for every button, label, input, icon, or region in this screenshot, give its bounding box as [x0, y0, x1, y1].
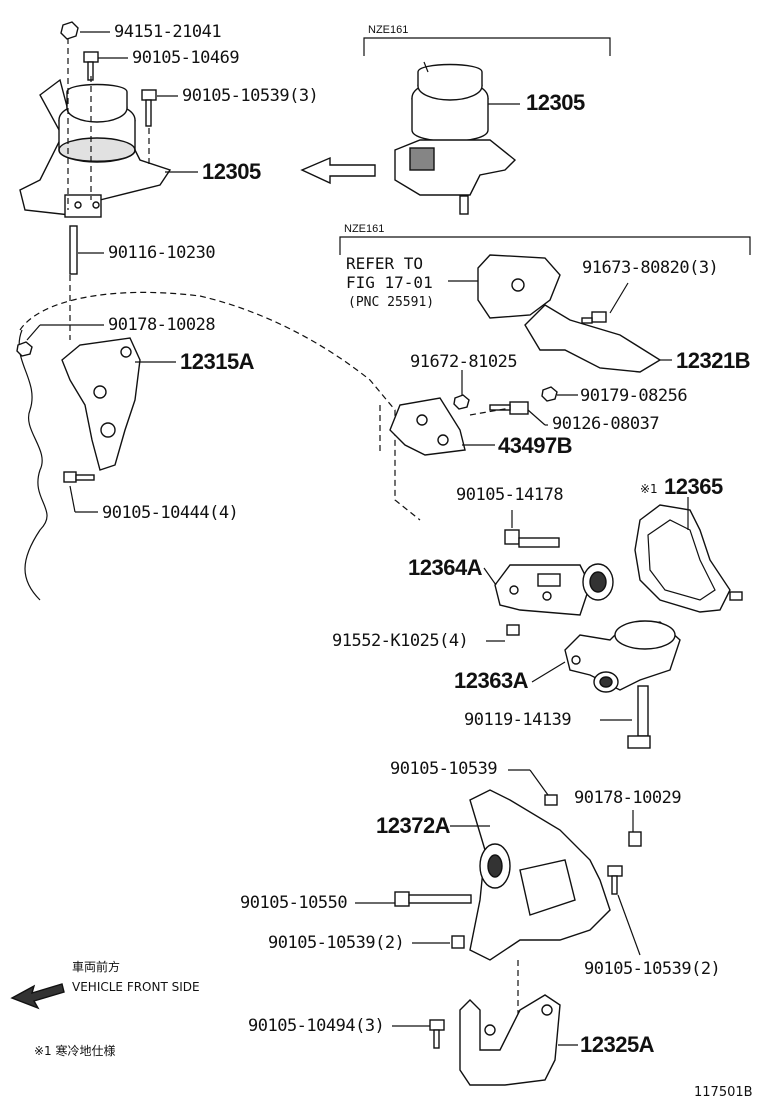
- label-12325A: 12325A: [580, 1032, 655, 1057]
- direction-arrow-left: [300, 156, 376, 185]
- engine-outline-top: [19, 291, 201, 331]
- label-94151-21041: 94151-21041: [114, 22, 222, 42]
- variant-label-middle: NZE161: [344, 223, 385, 235]
- refer-line-3: (PNC 25591): [348, 295, 435, 310]
- label-90105-10539-2-left: 90105-10539(2): [268, 933, 405, 953]
- bracket-12372A: [394, 789, 642, 961]
- footnote: ※1 寒冷地仕様: [34, 1044, 116, 1058]
- bracket-43497B: [389, 386, 558, 456]
- label-90105-10539-2-right: 90105-10539(2): [584, 959, 721, 979]
- label-43497B: 43497B: [498, 433, 573, 458]
- label-12363A: 12363A: [454, 668, 529, 693]
- label-90119-14139: 90119-14139: [464, 710, 572, 730]
- label-90178-10029: 90178-10029: [574, 788, 682, 808]
- figure-id: 117501B: [694, 1085, 753, 1100]
- label-91552-K1025-4: 91552-K1025(4): [332, 631, 469, 651]
- label-12372A: 12372A: [376, 813, 451, 838]
- refer-line-1: REFER TO: [346, 254, 424, 273]
- label-90105-14178: 90105-14178: [456, 485, 564, 505]
- label-90105-10550: 90105-10550: [240, 893, 348, 913]
- front-side-japanese: 車両前方: [72, 960, 121, 974]
- refer-line-2: FIG 17-01: [346, 273, 433, 292]
- variant-bracket-middle: [339, 236, 751, 255]
- cover-12365: [634, 504, 743, 613]
- label-90105-10539: 90105-10539: [390, 759, 498, 779]
- label-90105-10494-3: 90105-10494(3): [248, 1016, 385, 1036]
- label-12315A: 12315A: [180, 349, 255, 374]
- engine-mount-12363A: [564, 620, 681, 749]
- engine-mount-12305-left: [19, 78, 172, 218]
- label-12305-right: 12305: [526, 90, 585, 115]
- label-12365: 12365: [664, 474, 723, 499]
- engine-outline-left: [18, 329, 48, 601]
- engine-mount-12305-right: [394, 61, 517, 215]
- bracket-12364A: [494, 529, 614, 636]
- label-90105-10539-3: 90105-10539(3): [182, 86, 319, 106]
- label-12305-left: 12305: [202, 159, 261, 184]
- cold-region-mark: ※1: [640, 482, 658, 496]
- front-direction-arrow: [10, 983, 65, 1010]
- label-90178-10028: 90178-10028: [108, 315, 216, 335]
- label-90126-08037: 90126-08037: [552, 414, 660, 434]
- bracket-12325A: [429, 994, 561, 1086]
- label-12364A: 12364A: [408, 555, 483, 580]
- bracket-12321B: [524, 304, 662, 373]
- label-12321B: 12321B: [676, 348, 751, 373]
- variant-label-top: NZE161: [368, 24, 409, 36]
- bracket-12315A: [16, 337, 141, 483]
- bracket-reference-25591: [477, 254, 561, 319]
- label-91672-81025: 91672-81025: [410, 352, 518, 372]
- engine-outline-upper: [199, 295, 421, 521]
- label-90116-10230: 90116-10230: [108, 243, 216, 263]
- front-side-english: VEHICLE FRONT SIDE: [72, 980, 200, 994]
- label-90179-08256: 90179-08256: [580, 386, 688, 406]
- variant-bracket-top: [363, 37, 611, 56]
- label-90105-10444-4: 90105-10444(4): [102, 503, 239, 523]
- bolt-group-top-left: [60, 21, 157, 275]
- label-90105-10469: 90105-10469: [132, 48, 240, 68]
- label-91673-80820-3: 91673-80820(3): [582, 258, 719, 278]
